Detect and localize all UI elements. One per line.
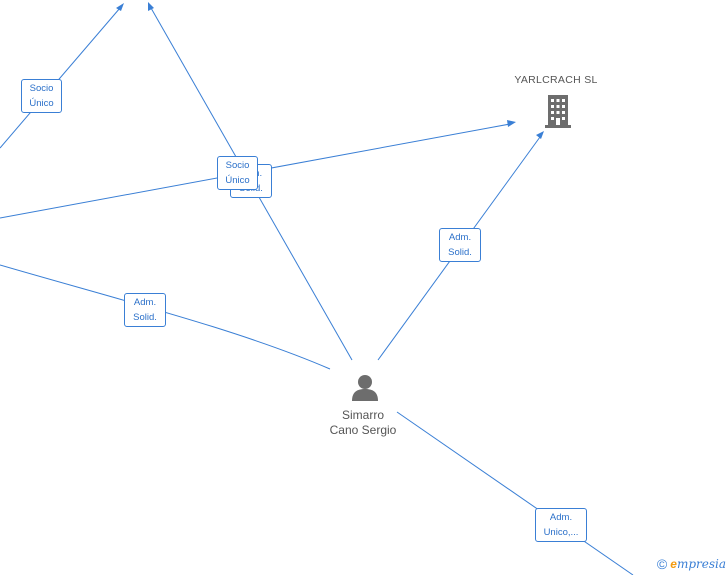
building-icon[interactable]: [545, 95, 571, 128]
brand-initial: e: [670, 557, 677, 571]
edge-label-line: Único: [225, 175, 250, 186]
edge-label-line: Solid.: [133, 312, 157, 323]
edge-label-bottom-right[interactable]: Adm. Unico,...: [535, 508, 587, 542]
person-name[interactable]: Simarro Cano Sergio: [313, 408, 413, 438]
person-name-line1: Simarro: [341, 408, 384, 422]
edge-label-line: Adm.: [448, 232, 472, 243]
company-name[interactable]: YARLCRACH SL: [514, 74, 598, 86]
edge-left-to-person: [0, 264, 331, 370]
empresia-watermark: ©empresia: [657, 556, 726, 572]
edge-left-to-company-arrow: [507, 120, 516, 127]
edge-label-center-front[interactable]: Socio Único: [217, 156, 258, 190]
person-name-line2: Cano Sergio: [329, 423, 397, 437]
edge-top-left-arrow: [116, 3, 124, 11]
edge-label-company-link[interactable]: Adm. Solid.: [439, 228, 481, 262]
edge-top-left: [0, 7, 121, 149]
brand-name: mpresia: [676, 557, 726, 571]
edge-person-to-company-arrow: [536, 131, 544, 139]
edge-label-line: Adm.: [133, 297, 157, 308]
edge-person-to-bottom-right: [396, 411, 634, 575]
edge-label-top-left[interactable]: Socio Único: [21, 79, 62, 113]
edge-person-to-top-arrow: [148, 2, 154, 11]
edge-label-line: Socio: [29, 83, 54, 94]
edge-label-line: Adm.: [549, 512, 573, 523]
person-icon[interactable]: [352, 375, 378, 401]
edge-label-line: Solid.: [448, 247, 472, 258]
edge-label-line: Unico,...: [543, 527, 579, 538]
edge-label-line: Único: [29, 98, 54, 109]
edge-label-line: Socio: [225, 160, 250, 171]
edge-label-left-link[interactable]: Adm. Solid.: [124, 293, 166, 327]
copyright-icon: ©: [656, 556, 668, 572]
